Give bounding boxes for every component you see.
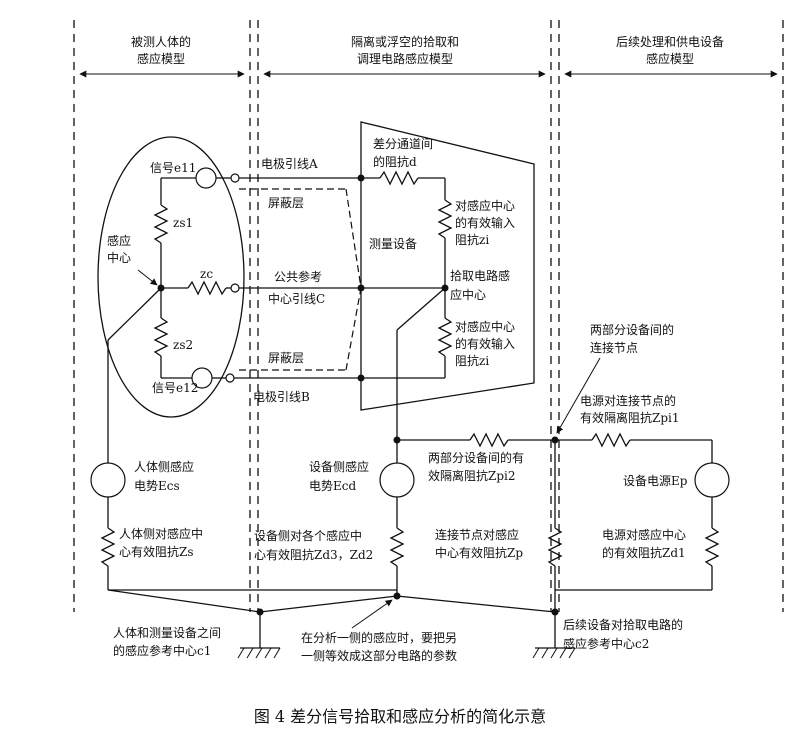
label-measure-device: 测量设备 (369, 237, 417, 251)
ground-c1-icon (237, 647, 281, 659)
label-zpi2-1: 两部分设备间的有 (428, 450, 524, 465)
label-zpi1-2: 有效隔离阻抗Zpi1 (580, 410, 680, 425)
label-zp-1: 连接节点对感应 (435, 527, 519, 542)
label-signal-e12: 信号e12 (152, 381, 198, 395)
label-zi-bottom-1: 对感应中心 (455, 319, 515, 334)
pointer-connection-node (556, 357, 601, 434)
label-zs-1: 人体侧对感应中 (119, 526, 203, 541)
terminal-b (225, 373, 235, 383)
label-zi-top-2: 的有效输入 (455, 215, 515, 230)
label-zpi2-2: 效隔离阻抗Zpi2 (428, 468, 516, 483)
label-lead-a: 电极引线A (261, 157, 318, 171)
label-zs2: zs2 (173, 338, 193, 352)
label-connect-node-1: 两部分设备间的 (590, 322, 674, 337)
label-ep: 设备电源Ep (623, 474, 688, 488)
label-c2-2: 感应参考中心c2 (563, 636, 649, 651)
node-c2 (551, 608, 559, 616)
section-right-line2: 感应模型 (646, 51, 694, 66)
node-device-a (357, 174, 365, 182)
node-device-lower (393, 436, 401, 444)
label-sense-center-2: 中心 (107, 250, 131, 265)
label-zd1-1: 电源对感应中心 (602, 527, 686, 542)
label-zs1: zs1 (173, 216, 193, 230)
label-zp-2: 中心有效阻抗Zp (435, 545, 523, 560)
leads (212, 177, 361, 379)
label-sense-center-1: 感应 (107, 233, 131, 248)
label-shield-top: 屏蔽层 (268, 196, 304, 210)
label-lead-b: 电极引线B (253, 390, 310, 404)
label-zs-2: 心有效阻抗Zs (119, 544, 194, 559)
section-middle-line2: 调理电路感应模型 (357, 51, 453, 66)
label-signal-e11: 信号e11 (150, 161, 196, 175)
shields (239, 188, 362, 371)
label-pickup-center-1: 拾取电路感 (450, 268, 510, 283)
label-pickup-center-2: 应中心 (450, 287, 486, 302)
label-common-ref-1: 公共参考 (274, 269, 322, 284)
node-device-b (357, 374, 365, 382)
label-c1-2: 的感应参考中心c1 (113, 643, 211, 658)
label-zd-1: 设备侧对各个感应中 (254, 528, 362, 543)
label-diff-impedance-2: 的阻抗d (373, 154, 417, 169)
node-c1 (256, 608, 264, 616)
device-circuit (361, 170, 453, 440)
section-left-line2: 感应模型 (137, 51, 185, 66)
terminal-a (230, 173, 240, 183)
source-ecs (90, 462, 126, 498)
node-sense-center (157, 284, 165, 292)
ground-c2-icon (532, 647, 576, 659)
section-middle-line1: 隔离或浮空的拾取和 (351, 34, 459, 49)
source-ep (694, 462, 730, 498)
label-shield-bottom: 屏蔽层 (268, 351, 304, 365)
label-c2-1: 后续设备对拾取电路的 (563, 617, 683, 632)
label-common-ref-2: 中心引线C (268, 291, 325, 306)
body-circuit (107, 177, 235, 460)
label-note-2: 一侧等效成这部分电路的参数 (301, 648, 457, 663)
label-ecd-2: 电势Ecd (309, 479, 356, 493)
pointer-sense-center (137, 269, 158, 286)
label-ecs-2: 电势Ecs (134, 479, 180, 493)
pointer-note (351, 599, 393, 629)
label-connect-node-2: 连接节点 (590, 340, 638, 355)
node-mid-bottom (393, 592, 401, 600)
section-left-line1: 被测人体的 (131, 34, 191, 49)
node-connection (551, 436, 559, 444)
label-zd-2: 心有效阻抗Zd3，Zd2 (254, 547, 373, 562)
figure-caption: 图 4 差分信号拾取和感应分析的简化示意 (254, 707, 546, 726)
terminal-c (230, 283, 240, 293)
section-right-line1: 后续处理和供电设备 (616, 35, 724, 49)
node-pickup-center (441, 284, 449, 292)
measurement-device-box (360, 121, 535, 411)
body-ellipse (97, 136, 245, 418)
label-zc: zc (200, 267, 213, 281)
label-zi-bottom-3: 阻抗zi (455, 353, 489, 368)
label-zd1-2: 的有效阻抗Zd1 (602, 545, 686, 560)
label-diff-impedance-1: 差分通道间 (373, 137, 433, 151)
label-c1-1: 人体和测量设备之间 (113, 626, 221, 640)
label-zi-top-3: 阻抗zi (455, 232, 489, 247)
label-note-1: 在分析一侧的感应时，要把另 (301, 630, 457, 645)
node-device-c (357, 284, 365, 292)
label-zpi1-1: 电源对连接节点的 (580, 393, 676, 408)
section-dividers (73, 20, 784, 612)
label-zi-top-1: 对感应中心 (455, 198, 515, 213)
label-ecs-1: 人体侧感应 (134, 459, 194, 474)
source-ecd (379, 462, 415, 498)
electrode-e11 (195, 167, 217, 189)
label-zi-bottom-2: 的有效输入 (455, 336, 515, 351)
label-ecd-1: 设备侧感应 (309, 459, 369, 474)
